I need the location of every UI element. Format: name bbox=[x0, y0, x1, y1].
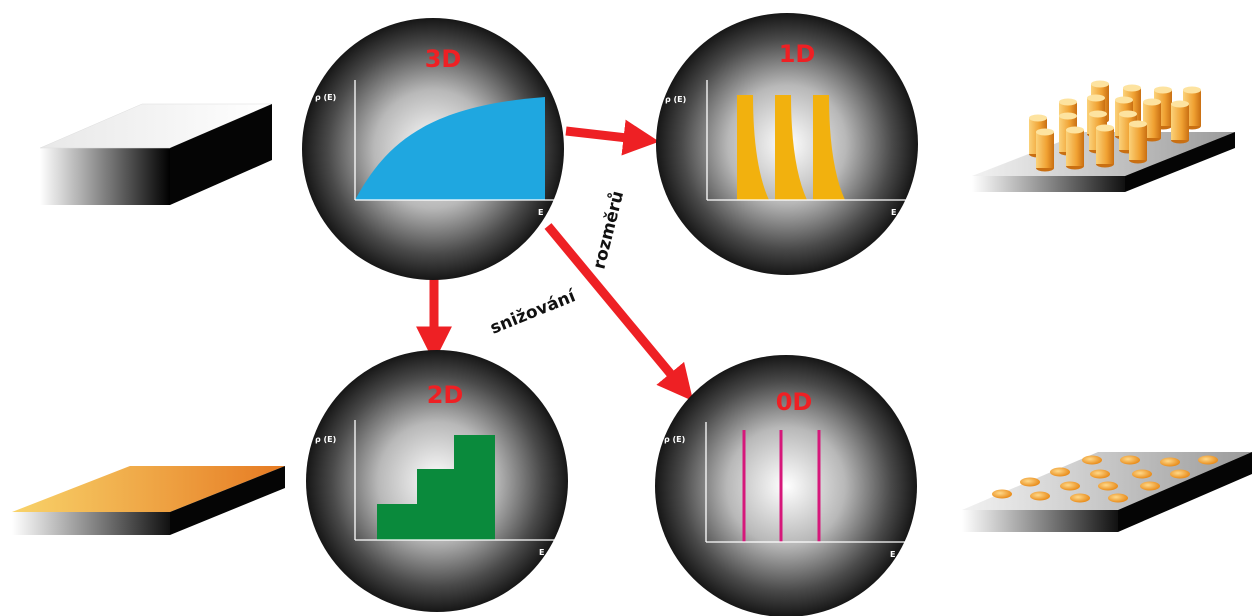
quantum-dot bbox=[1050, 467, 1070, 477]
dos-steps-2d bbox=[377, 435, 495, 540]
nanowire bbox=[1129, 120, 1147, 164]
arrow-3d-to-0d bbox=[544, 223, 694, 402]
sphere-3d-label: 3D bbox=[425, 45, 462, 73]
thin-film bbox=[12, 466, 285, 535]
quantum-dot bbox=[1090, 469, 1110, 479]
nanowire-array bbox=[972, 80, 1235, 192]
quantum-dot bbox=[1120, 455, 1140, 465]
y-axis-label-1d: ρ (E) bbox=[665, 95, 686, 104]
dos-plot-3d: ρ (E) E bbox=[315, 80, 560, 217]
quantum-dot bbox=[1098, 481, 1118, 491]
nanowire bbox=[1143, 98, 1161, 142]
dos-plot-2d: ρ (E) E bbox=[315, 420, 560, 557]
nanowire bbox=[1096, 124, 1114, 168]
quantum-dot bbox=[1070, 493, 1090, 503]
arrow-3d-to-1d bbox=[565, 119, 660, 156]
dos-curve-3d bbox=[355, 97, 545, 200]
x-axis-label-3d: E bbox=[538, 208, 543, 217]
quantum-dot bbox=[1140, 481, 1160, 491]
arrow-text-part2: rozměrů bbox=[588, 189, 629, 272]
arrow-text-part1: snižování bbox=[487, 286, 579, 339]
bulk-block bbox=[39, 103, 273, 205]
quantum-dot bbox=[1160, 457, 1180, 467]
x-axis-label-2d: E bbox=[539, 548, 544, 557]
quantum-dot bbox=[1082, 455, 1102, 465]
quantum-dot bbox=[1198, 455, 1218, 465]
nanowire bbox=[1066, 126, 1084, 170]
quantum-dot bbox=[1108, 493, 1128, 503]
dos-peak-3 bbox=[813, 95, 845, 200]
quantum-dot bbox=[1132, 469, 1152, 479]
quantum-dot bbox=[1170, 469, 1190, 479]
dos-peak-1 bbox=[737, 95, 769, 200]
y-axis-label-0d: ρ (E) bbox=[664, 435, 685, 444]
x-axis-label-0d: E bbox=[890, 550, 895, 559]
quantum-dot-substrate bbox=[962, 452, 1252, 532]
sphere-1d-label: 1D bbox=[779, 40, 816, 68]
quantum-dot bbox=[1060, 481, 1080, 491]
sphere-2d-label: 2D bbox=[427, 381, 464, 409]
nanowire bbox=[1036, 128, 1054, 172]
x-axis-label-1d: E bbox=[891, 208, 896, 217]
sphere-2d: 2D ρ (E) E bbox=[306, 350, 568, 612]
nanowire bbox=[1171, 100, 1189, 144]
sphere-0d: 0D ρ (E) E bbox=[655, 355, 917, 616]
quantum-dot bbox=[992, 489, 1012, 499]
dos-plot-1d: ρ (E) E bbox=[665, 80, 912, 217]
y-axis-label-3d: ρ (E) bbox=[315, 93, 336, 102]
quantum-dot bbox=[1020, 477, 1040, 487]
dos-peak-2 bbox=[775, 95, 807, 200]
quantum-dot bbox=[1030, 491, 1050, 501]
sphere-3d: 3D ρ (E) E bbox=[302, 18, 564, 280]
dos-plot-0d: ρ (E) E bbox=[664, 422, 911, 559]
y-axis-label-2d: ρ (E) bbox=[315, 435, 336, 444]
sphere-0d-label: 0D bbox=[776, 388, 813, 416]
sphere-1d: 1D ρ (E) E bbox=[656, 13, 918, 275]
arrows bbox=[416, 119, 694, 402]
